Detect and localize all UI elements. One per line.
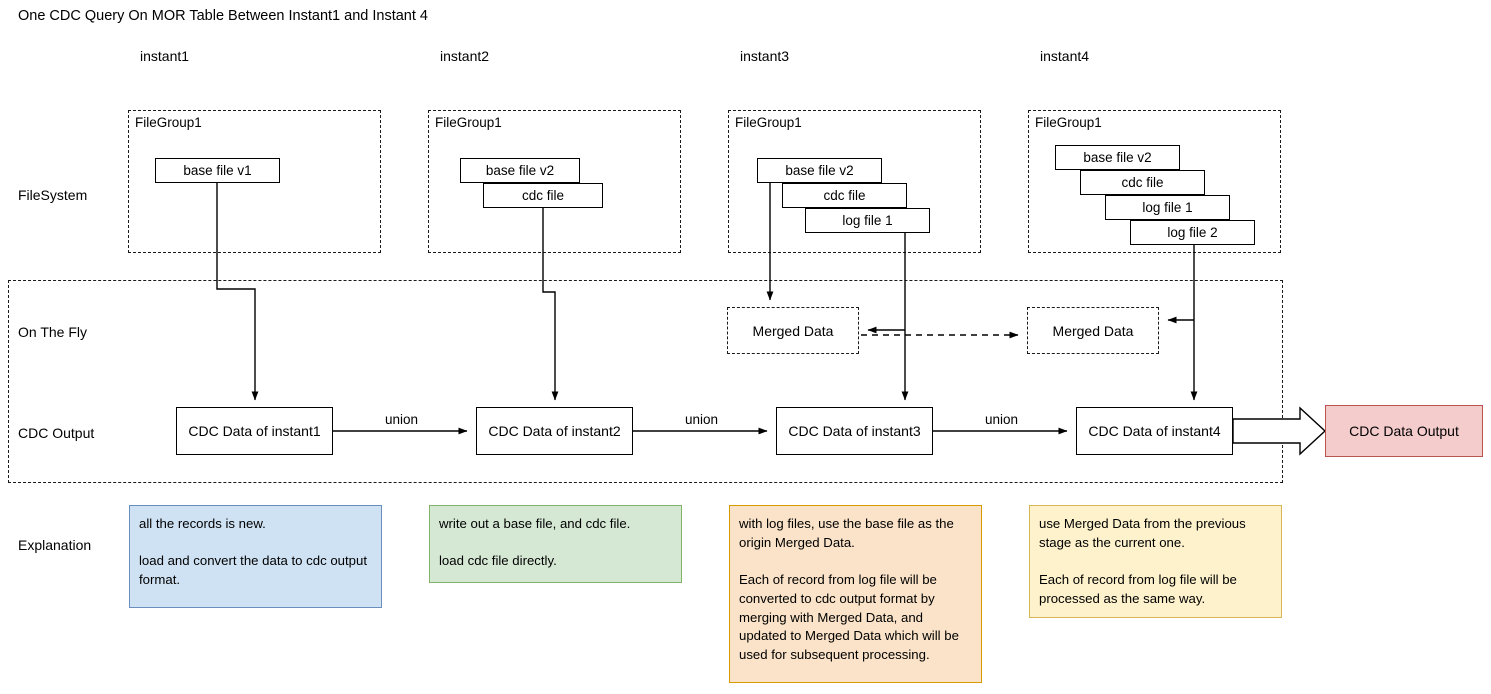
merged-data-box-instant3[interactable]: Merged Data	[727, 307, 859, 354]
diagram-title: One CDC Query On MOR Table Between Insta…	[18, 8, 428, 24]
filegroup-title: FileGroup1	[1035, 115, 1102, 130]
file-box-cdc-file-i2[interactable]: cdc file	[483, 183, 603, 208]
filegroup-title: FileGroup1	[135, 115, 202, 130]
file-box-log-file-2-i4[interactable]: log file 2	[1130, 220, 1255, 245]
filegroup-title: FileGroup1	[435, 115, 502, 130]
file-box-base-file-v1[interactable]: base file v1	[155, 158, 280, 183]
file-box-log-file-1-i3[interactable]: log file 1	[805, 208, 930, 233]
row-label-filesystem: FileSystem	[18, 187, 88, 203]
filegroup-container-instant4: FileGroup1	[1028, 110, 1281, 253]
column-header-instant3: instant3	[740, 48, 790, 64]
union-label-1: union	[385, 412, 419, 427]
explanation-box-instant2: write out a base file, and cdc file. loa…	[429, 505, 682, 583]
filegroup-container-instant3: FileGroup1	[728, 110, 981, 253]
file-box-base-file-v2-i2[interactable]: base file v2	[460, 158, 580, 183]
file-box-cdc-file-i4[interactable]: cdc file	[1080, 170, 1205, 195]
explanation-box-instant3: with log files, use the base file as the…	[729, 505, 982, 683]
file-box-base-file-v2-i4[interactable]: base file v2	[1055, 145, 1180, 170]
file-box-log-file-1-i4[interactable]: log file 1	[1105, 195, 1230, 220]
cdc-data-box-instant1[interactable]: CDC Data of instant1	[176, 407, 333, 455]
row-label-on-the-fly: On The Fly	[18, 324, 87, 340]
on-the-fly-cdc-output-container	[8, 280, 1283, 483]
column-header-instant2: instant2	[440, 48, 490, 64]
filegroup-title: FileGroup1	[735, 115, 802, 130]
cdc-data-box-instant3[interactable]: CDC Data of instant3	[776, 407, 933, 455]
column-header-instant1: instant1	[140, 48, 190, 64]
cdc-data-box-instant4[interactable]: CDC Data of instant4	[1076, 407, 1233, 455]
cdc-data-box-instant2[interactable]: CDC Data of instant2	[476, 407, 633, 455]
explanation-box-instant1: all the records is new. load and convert…	[129, 505, 382, 608]
column-header-instant4: instant4	[1040, 48, 1090, 64]
row-label-cdc-output: CDC Output	[18, 425, 95, 441]
file-box-base-file-v2-i3[interactable]: base file v2	[757, 158, 882, 183]
explanation-box-instant4: use Merged Data from the previous stage …	[1029, 505, 1282, 618]
file-box-cdc-file-i3[interactable]: cdc file	[782, 183, 907, 208]
merged-data-box-instant4[interactable]: Merged Data	[1027, 307, 1159, 354]
union-label-2: union	[685, 412, 719, 427]
union-label-3: union	[985, 412, 1019, 427]
cdc-data-output-box[interactable]: CDC Data Output	[1325, 405, 1483, 457]
row-label-explanation: Explanation	[18, 537, 92, 553]
